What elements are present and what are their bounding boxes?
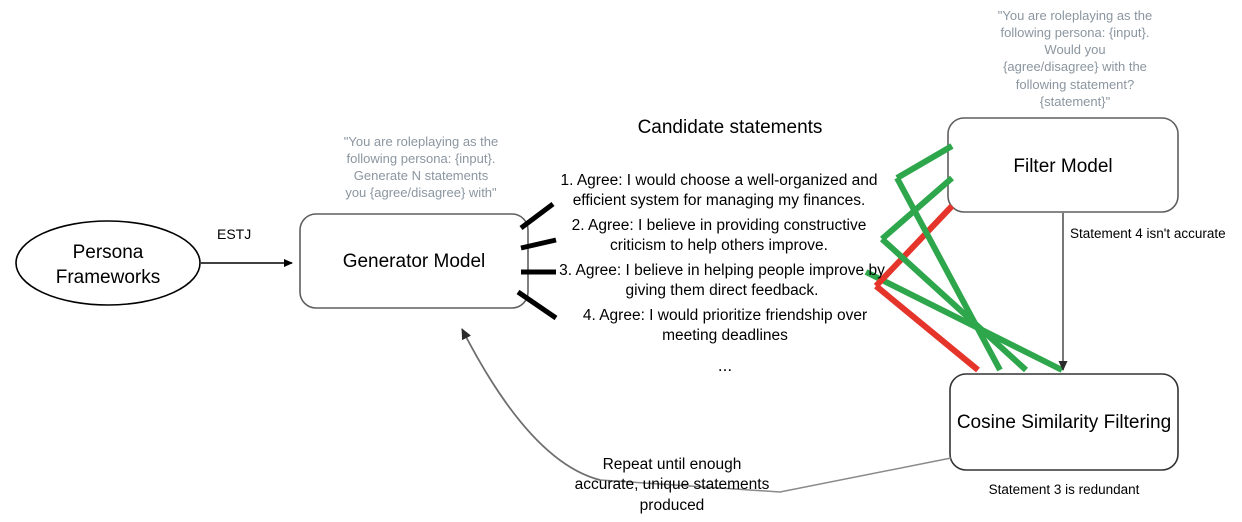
node-cosine-similarity-filtering[interactable]	[949, 373, 1179, 471]
generator-prompt-text: "You are roleplaying as the following pe…	[320, 133, 522, 202]
generator-fan-tick-1	[519, 202, 555, 230]
edge-statement2-to-filter-accurate	[880, 175, 954, 242]
repeat-label-line3: produced	[639, 496, 705, 514]
edge-statement1-to-filter-accurate	[895, 143, 954, 181]
generator-prompt-line-4: you {agree/disagree} with"	[345, 185, 497, 201]
candidate-statement-1: 1. Agree: I would choose a well-organize…	[548, 171, 890, 212]
filter-prompt-line-5: following statement?	[1015, 76, 1135, 92]
candidate-statement-3-line2: giving them direct feedback.	[625, 282, 819, 300]
repeat-label-line2: accurate, unique statements	[574, 476, 770, 494]
candidate-statement-1-line1: 1. Agree: I would choose a well-organize…	[560, 172, 878, 189]
node-persona-frameworks[interactable]	[15, 220, 201, 306]
edge-feedback-arrow-to-generator	[461, 328, 601, 481]
repeat-label-line1: Repeat until enough	[602, 456, 742, 473]
edge-label-estj: ESTJ	[217, 226, 252, 242]
edge-label-statement4-inaccurate: Statement 4 isn't accurate	[1070, 226, 1226, 241]
edge-filter-accept-1-to-cosine	[894, 176, 1003, 372]
generator-prompt-line-2: following persona: {input}.	[346, 151, 496, 167]
candidate-statements-heading: Candidate statements	[637, 117, 823, 138]
generator-prompt-line-1: "You are roleplaying as the	[343, 134, 499, 149]
edge-statement4-filter-inaccurate	[873, 203, 955, 289]
edge-filter-accept-2-to-cosine	[879, 236, 1029, 373]
edge-label-repeat-loop: Repeat until enough accurate, unique sta…	[556, 455, 788, 516]
candidate-statement-4: 4. Agree: I would prioritize friendship …	[560, 306, 890, 347]
filter-prompt-line-2: following persona: {input}.	[1000, 25, 1150, 41]
generator-fan-tick-4	[516, 289, 558, 321]
candidate-statement-1-line2: efficient system for managing my finance…	[572, 192, 866, 210]
edge-rejected-statement-to-cosine	[874, 283, 980, 373]
candidate-statement-2-line1: 2. Agree: I believe in providing constru…	[571, 217, 867, 234]
filter-prompt-line-4: {agree/disagree} with the	[1003, 59, 1147, 75]
node-generator-model[interactable]	[299, 213, 529, 309]
candidate-statement-2: 2. Agree: I believe in providing constru…	[548, 216, 890, 257]
generator-fan-tick-2	[520, 237, 557, 251]
node-filter-model[interactable]	[947, 117, 1179, 213]
filter-prompt-line-6: {statement}"	[1039, 93, 1111, 109]
candidate-statement-4-line1: 4. Agree: I would prioritize friendship …	[582, 307, 868, 324]
candidate-statements-ellipsis: ...	[717, 356, 733, 375]
note-statement3-redundant: Statement 3 is redundant	[988, 482, 1140, 497]
edge-feedback-to-generator	[599, 457, 952, 493]
candidate-statement-3: 3. Agree: I believe in helping people im…	[548, 261, 896, 302]
edge-statement3-to-filter-accurate	[864, 269, 1064, 373]
candidate-statement-4-line2: meeting deadlines	[662, 327, 788, 345]
generator-prompt-line-3: Generate N statements	[353, 168, 489, 184]
candidate-statement-3-line1: 3. Agree: I believe in helping people im…	[559, 262, 885, 279]
filter-prompt-line-1: "You are roleplaying as the	[997, 8, 1153, 23]
filter-prompt-line-3: Would you	[1044, 42, 1106, 58]
candidate-statement-2-line2: criticism to help others improve.	[610, 237, 828, 255]
filter-prompt-text: "You are roleplaying as the following pe…	[975, 7, 1175, 110]
